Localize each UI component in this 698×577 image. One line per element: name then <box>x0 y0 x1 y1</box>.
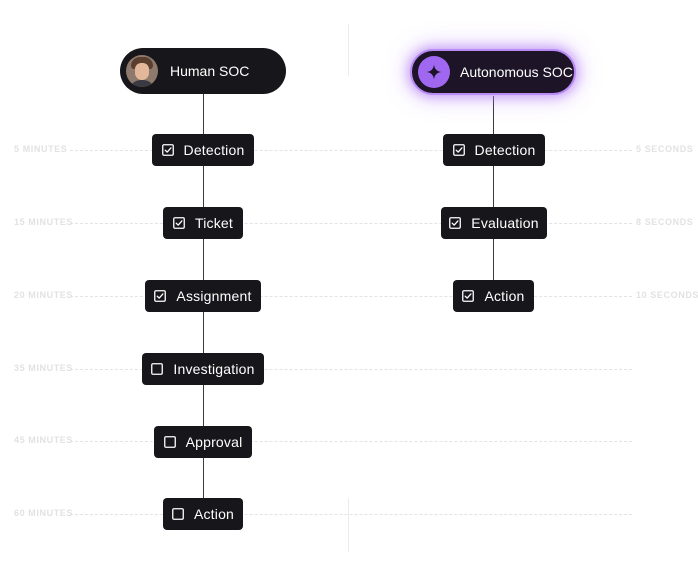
human-time-label: 45 MINUTES <box>14 435 73 445</box>
checkbox-checked-icon <box>162 144 184 156</box>
center-separator-top <box>348 24 349 76</box>
human-time-label: 5 MINUTES <box>14 144 67 154</box>
step-label: Detection <box>184 142 245 158</box>
time-guide-line <box>70 514 632 515</box>
human-time-label: 15 MINUTES <box>14 217 73 227</box>
autonomous-soc-pill: Autonomous SOC <box>410 49 576 95</box>
step-label: Assignment <box>176 288 251 304</box>
checkbox-empty-icon <box>164 436 186 448</box>
human-time-label: 60 MINUTES <box>14 508 73 518</box>
auto-step-detection: Detection <box>443 134 545 166</box>
checkbox-checked-icon <box>449 217 471 229</box>
sparkle-icon <box>418 56 450 88</box>
checkbox-checked-icon <box>154 290 176 302</box>
checkbox-checked-icon <box>453 144 475 156</box>
autonomous-soc-title: Autonomous SOC <box>460 64 573 80</box>
checkbox-empty-icon <box>151 363 173 375</box>
human-time-label: 35 MINUTES <box>14 363 73 373</box>
human-step-assignment: Assignment <box>145 280 261 312</box>
auto-connector-2 <box>493 239 494 280</box>
human-connector-0 <box>203 94 204 134</box>
step-label: Evaluation <box>471 215 538 231</box>
human-step-approval: Approval <box>154 426 252 458</box>
center-separator-bottom <box>348 498 349 552</box>
human-soc-pill: Human SOC <box>120 48 286 94</box>
human-step-detection: Detection <box>152 134 254 166</box>
auto-time-label: 5 SECONDS <box>636 144 693 154</box>
auto-step-action: Action <box>453 280 534 312</box>
human-step-investigation: Investigation <box>142 353 264 385</box>
auto-time-label: 10 SECONDS <box>636 290 698 300</box>
human-connector-5 <box>203 458 204 498</box>
step-label: Approval <box>186 434 243 450</box>
checkbox-checked-icon <box>173 217 195 229</box>
checkbox-checked-icon <box>462 290 484 302</box>
step-label: Investigation <box>173 361 254 377</box>
step-label: Action <box>194 506 234 522</box>
human-soc-title: Human SOC <box>170 63 249 79</box>
human-connector-3 <box>203 312 204 353</box>
checkbox-empty-icon <box>172 508 194 520</box>
person-avatar-icon <box>126 55 158 87</box>
human-connector-1 <box>203 166 204 207</box>
human-connector-4 <box>203 385 204 426</box>
time-guide-line <box>70 223 632 224</box>
auto-connector-0 <box>493 96 494 134</box>
human-step-action: Action <box>163 498 243 530</box>
auto-step-evaluation: Evaluation <box>441 207 547 239</box>
auto-connector-1 <box>493 166 494 207</box>
step-label: Ticket <box>195 215 233 231</box>
step-label: Action <box>484 288 524 304</box>
human-time-label: 20 MINUTES <box>14 290 73 300</box>
human-connector-2 <box>203 239 204 280</box>
auto-time-label: 8 SECONDS <box>636 217 693 227</box>
human-step-ticket: Ticket <box>163 207 243 239</box>
step-label: Detection <box>475 142 536 158</box>
